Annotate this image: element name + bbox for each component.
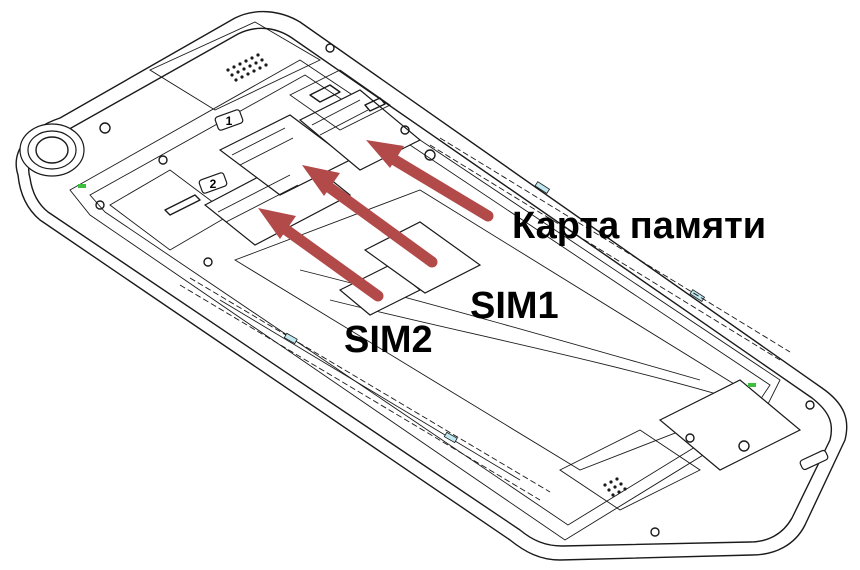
camera-module [19, 123, 85, 177]
memory-card-label: Карта памяти [512, 205, 766, 247]
inner-frame [69, 59, 781, 541]
left-clip-block [95, 155, 231, 267]
arrow-sim2 [258, 208, 384, 302]
slot-1-mark: 1 [226, 114, 233, 128]
top-speaker-area [99, 21, 335, 134]
slot-2-mark: 2 [210, 177, 217, 191]
sim1-label: SIM1 [470, 285, 559, 327]
edge-strip-right [429, 137, 791, 361]
bottom-module [78, 184, 829, 537]
insertion-arrows [258, 140, 494, 302]
edge-strip-left [179, 277, 551, 501]
arrow-memory-card [366, 140, 494, 222]
arrow-sim1 [302, 165, 438, 268]
sim2-label: SIM2 [344, 319, 433, 361]
